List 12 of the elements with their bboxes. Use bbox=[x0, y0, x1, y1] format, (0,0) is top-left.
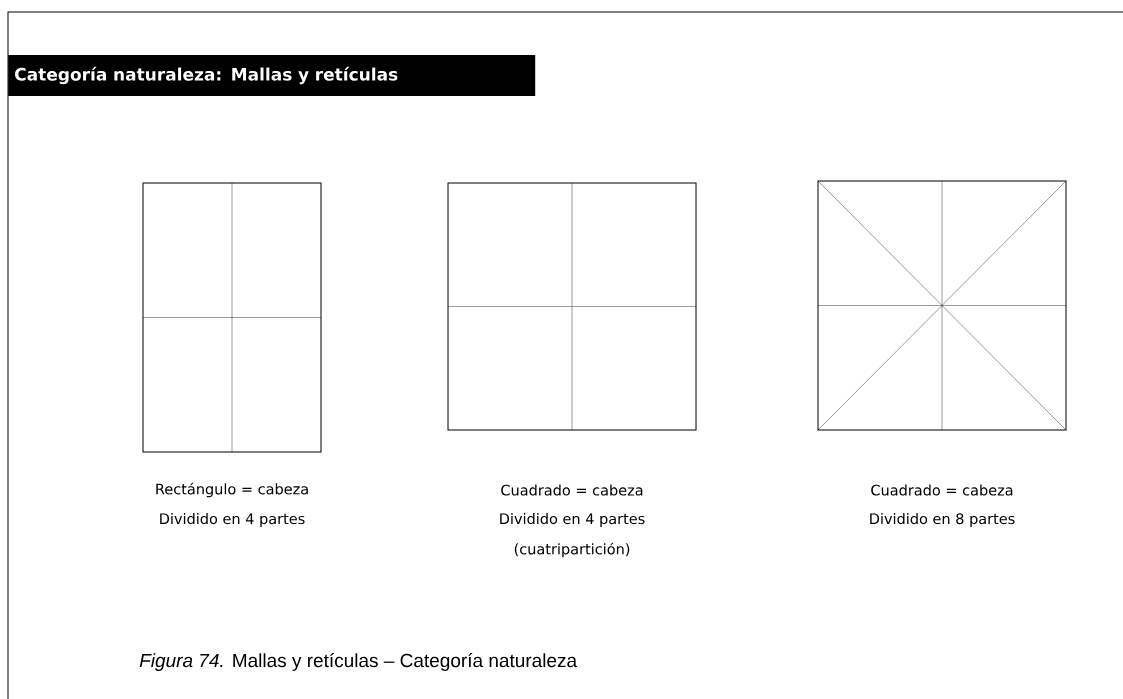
caption-text: (cuatripartición) bbox=[514, 542, 630, 558]
caption-text: Rectángulo = cabeza bbox=[156, 482, 308, 498]
caption-text: Cuadrado = cabeza bbox=[501, 484, 643, 496]
grid-drawing bbox=[447, 182, 697, 431]
figure-caption: Figura 74. Mallas y retículas – Categoría naturaleza bbox=[139, 653, 578, 671]
caption-text: Dividido en 8 partes bbox=[870, 513, 1015, 527]
caption-text: Dividido en 4 partes bbox=[160, 513, 305, 527]
caption-text: Cuadrado = cabeza bbox=[871, 484, 1013, 496]
title-bar: Categoría naturaleza: Mallas y retículas bbox=[8, 55, 536, 96]
caption-text: Dividido en 4 partes bbox=[500, 513, 645, 527]
grid-drawing bbox=[817, 180, 1067, 431]
grid-drawing bbox=[142, 182, 322, 453]
